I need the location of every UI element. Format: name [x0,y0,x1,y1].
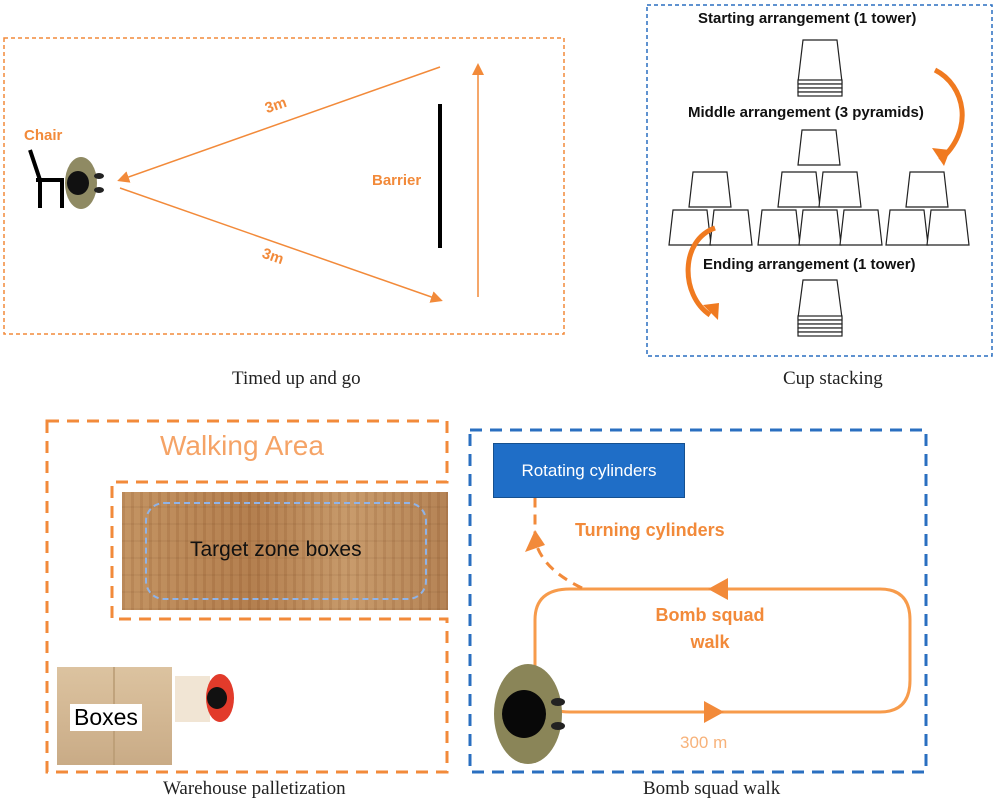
curved-arrow-icon [933,67,965,162]
walking-area-border [45,419,449,774]
cup-tower-end [797,279,843,337]
barrier-label: Barrier [372,172,422,189]
caption-warehouse: Warehouse palletization [163,778,346,799]
caption-timed-up-and-go: Timed up and go [232,368,361,389]
bomb-squad-walk-line2: walk [690,632,730,652]
bomb-squad-walk-line1: Bomb squad [655,605,765,625]
middle-arrangement-label: Middle arrangement (3 pyramids) [688,104,924,121]
person-topview-icon [494,664,565,764]
cup-icon [818,171,862,208]
distance-300m-label: 300 m [680,733,728,752]
cup-pyramids [668,129,970,246]
caption-cup-stacking: Cup stacking [783,368,883,389]
caption-bomb-squad: Bomb squad walk [643,778,781,799]
rotating-cylinders-label: Rotating cylinders [521,460,657,480]
bomb-squad-loop [533,587,912,714]
cup-icon [688,171,732,208]
person-topview-icon [175,674,234,722]
cup-panel-border [646,4,993,357]
chair-label: Chair [24,127,63,144]
bomb-squad-walk-label: Bomb squad walk [640,605,780,653]
cup-icon [885,209,929,246]
cup-icon [757,209,801,246]
cup-icon [798,209,842,246]
target-zone-label: Target zone boxes [190,538,362,561]
cup-icon [905,171,949,208]
turning-cylinders-label: Turning cylinders [575,520,725,540]
walking-area-label: Walking Area [160,430,324,461]
cup-icon [797,129,841,166]
ending-arrangement-label: Ending arrangement (1 tower) [703,256,916,273]
cup-icon [709,209,753,246]
boxes-label: Boxes [70,704,142,731]
tug-arrow-top [117,66,441,183]
cup-icon [668,209,712,246]
cup-icon [777,171,821,208]
cup-icon [839,209,883,246]
tug-panel-border [3,37,565,335]
chair-icon [28,149,64,208]
rotating-cylinders-box: Rotating cylinders [493,443,685,498]
curved-arrow-icon [685,225,716,318]
tug-arrow-bottom [119,187,443,303]
starting-arrangement-label: Starting arrangement (1 tower) [698,10,917,27]
cup-icon [926,209,970,246]
person-topview-icon [65,157,104,209]
cup-tower-start [797,39,843,97]
bomb-squad-panel-border [468,428,928,774]
